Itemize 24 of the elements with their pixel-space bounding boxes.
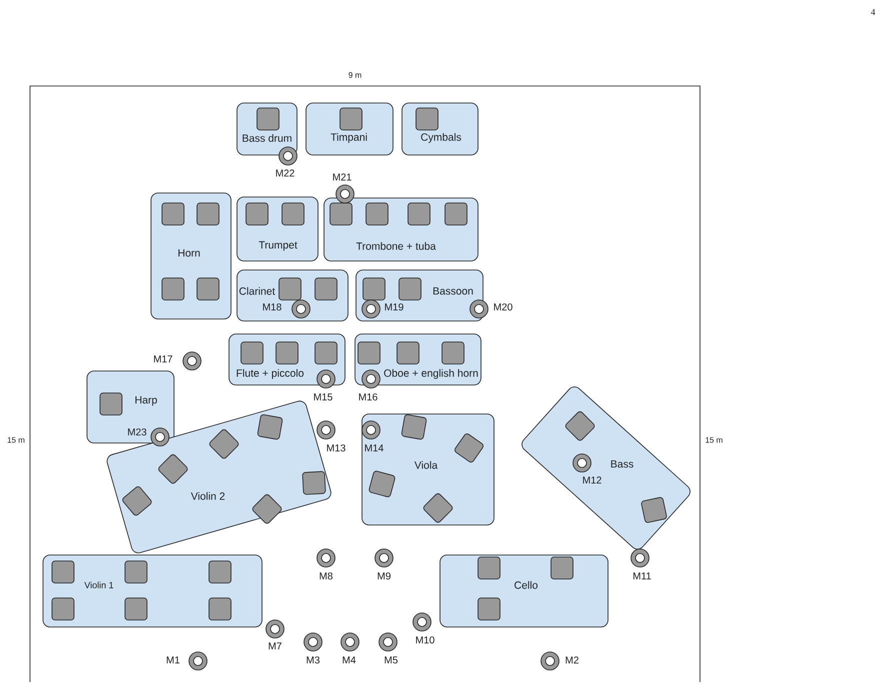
microphone-label: M20: [494, 303, 512, 311]
dimension-label: 15 m: [8, 437, 24, 443]
microphone-label: M9: [378, 572, 390, 580]
microphone-label: M7: [268, 642, 282, 650]
microphone-label: M4: [342, 656, 356, 664]
page-number: 4: [870, 9, 876, 15]
microphone-label: M3: [306, 656, 320, 664]
microphone-label: M11: [633, 572, 651, 580]
microphone-label: M5: [384, 656, 398, 664]
microphone-label: M10: [416, 636, 434, 644]
dimension-label: 9 m: [348, 72, 362, 78]
microphone-label: M2: [566, 656, 578, 664]
microphone-label: M21: [333, 174, 352, 180]
microphone-label: M14: [365, 444, 384, 452]
microphone-label: M1: [166, 656, 180, 664]
microphone-label: M18: [263, 303, 282, 311]
microphone-label: M16: [359, 393, 378, 401]
microphone-label: M22: [276, 170, 294, 176]
microphone-label: M8: [320, 572, 333, 580]
microphone-label: M15: [314, 394, 332, 400]
microphone-label: M19: [385, 303, 404, 311]
microphone-label: M23: [128, 428, 146, 436]
microphone-label: M12: [583, 476, 602, 484]
dimension-label: 15 m: [706, 437, 722, 443]
